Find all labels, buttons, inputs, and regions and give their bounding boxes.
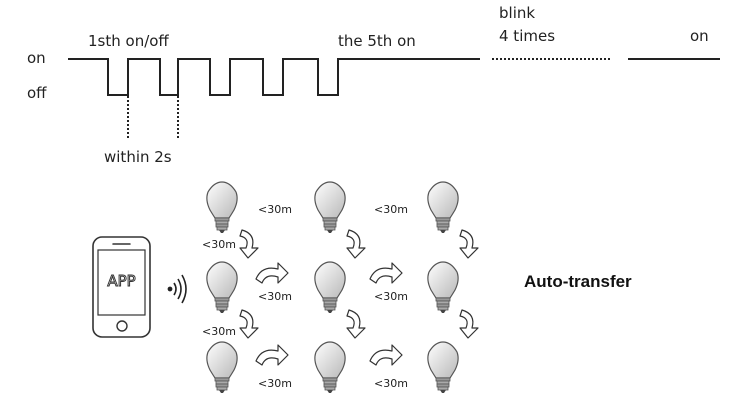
bulb-icon — [427, 341, 459, 394]
curved-arrow-down-icon — [459, 309, 479, 339]
distance-label: <30m — [374, 290, 408, 303]
distance-label: <30m — [258, 377, 292, 390]
distance-label: <30m — [374, 377, 408, 390]
bulb-icon — [314, 341, 346, 394]
curved-arrow-right-icon — [255, 344, 289, 366]
app-label: APP — [107, 272, 136, 291]
curved-arrow-down-icon — [346, 309, 366, 339]
curved-arrow-right-icon — [255, 262, 289, 284]
level-on-label: on — [27, 49, 46, 67]
interval-label: within 2s — [104, 148, 172, 166]
bulb-icon — [206, 181, 238, 234]
on-off-pulse-train — [68, 58, 480, 96]
curved-arrow-right-icon — [369, 262, 403, 284]
bulb-icon — [206, 341, 238, 394]
bulb-icon — [427, 181, 459, 234]
distance-label: <30m — [258, 290, 292, 303]
first-cycle-label: 1sth on/off — [88, 32, 169, 50]
curved-arrow-down-icon — [239, 229, 259, 259]
auto-transfer-caption: Auto-transfer — [524, 272, 632, 291]
blink-times-label: 4 times — [499, 27, 556, 45]
level-off-label: off — [27, 84, 47, 102]
bulb-icon — [314, 261, 346, 314]
bulb-icon — [314, 181, 346, 234]
fifth-on-label: the 5th on — [338, 32, 416, 50]
distance-label: <30m — [258, 203, 292, 216]
bulb-icon — [206, 261, 238, 314]
distance-label: <30m — [202, 325, 236, 338]
curved-arrow-right-icon — [369, 344, 403, 366]
distance-label: <30m — [374, 203, 408, 216]
blink-label: blink — [499, 4, 536, 22]
timing-waveform — [68, 58, 720, 140]
distance-label: <30m — [202, 238, 236, 251]
end-on-label: on — [690, 27, 709, 45]
curved-arrow-down-icon — [346, 229, 366, 259]
wireless-signal-icon — [167, 274, 187, 304]
smartphone-icon — [92, 236, 151, 338]
curved-arrow-down-icon — [239, 309, 259, 339]
bulb-icon — [427, 261, 459, 314]
curved-arrow-down-icon — [459, 229, 479, 259]
